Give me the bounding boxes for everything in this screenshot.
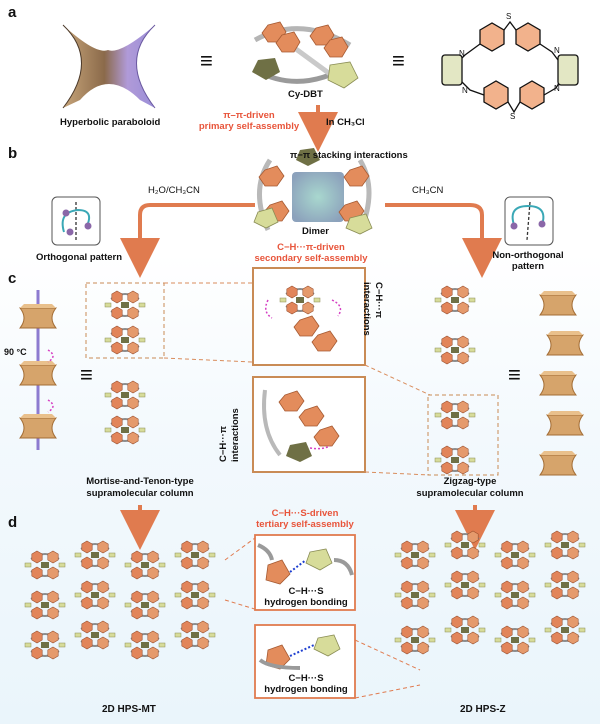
hbond-top-line-2: hydrogen bonding: [264, 597, 348, 608]
sulfur-atom-bottom: S: [510, 112, 516, 121]
primary-line-1: π–π-driven: [223, 110, 275, 121]
panel-letter-b: b: [8, 145, 18, 162]
non-orthogonal-label: Non-orthogonal pattern: [488, 250, 568, 272]
tertiary-assembly-label: C−H···S-driven tertiary self-assembly: [240, 508, 370, 530]
dimer-label: Dimer: [302, 226, 329, 237]
right-branch-arrow: [385, 203, 502, 278]
pi-stacking-label: π−π stacking interactions: [290, 150, 408, 161]
nitrogen-atom-4: N: [554, 84, 560, 93]
ch-pi-top-line-2: interactions: [361, 282, 372, 336]
panel-letter-a: a: [8, 4, 17, 21]
non-orthogonal-line-1: Non-orthogonal: [492, 250, 564, 261]
ch-pi-middle-label: C−H···π interactions: [218, 408, 242, 462]
tertiary-line-2: tertiary self-assembly: [256, 519, 354, 530]
hyperbolic-paraboloid-shape: [62, 24, 156, 109]
zigzag-stack-molecules: [435, 286, 475, 474]
equiv-symbol-2: ≡: [392, 48, 405, 73]
panel-letter-d: d: [8, 514, 18, 531]
tertiary-line-1: C−H···S-driven: [271, 508, 339, 519]
hps-z-label: 2D HPS-Z: [460, 704, 506, 715]
hbond-top-label: C−H···S hydrogen bonding: [258, 586, 354, 608]
left-stack-molecules: [105, 291, 145, 444]
secondary-assembly-label: C−H···π-driven secondary self-assembly: [248, 242, 374, 264]
equiv-symbol-4: ≡: [508, 362, 521, 387]
zigzag-label: Zigzag-type supramolecular column: [390, 476, 550, 500]
mortise-tenon-line-2: supramolecular column: [86, 488, 194, 499]
ch-pi-top-line-1: C−H···π: [373, 282, 384, 319]
solvent-chcl3-label: In CH₃Cl: [326, 117, 365, 128]
zigzag-column-model: [539, 290, 584, 476]
left-branch-arrow: [120, 203, 255, 278]
sulfur-atom-top: S: [506, 12, 512, 21]
non-orthogonal-pattern-icon: [504, 196, 554, 246]
right-zoom-box: [427, 394, 499, 476]
hbond-box-bottom: [254, 624, 356, 699]
non-orthogonal-line-2: pattern: [511, 261, 545, 272]
hyperbolic-paraboloid-label: Hyperbolic paraboloid: [60, 117, 161, 128]
mortise-tenon-line-1: Mortise-and-Tenon-type: [86, 476, 194, 487]
cy-dbt-label: Cy-DBT: [288, 89, 323, 100]
ch-pi-top-label: C−H···π interactions: [360, 282, 384, 336]
hps-z-framework: [395, 531, 585, 654]
equiv-symbol-1: ≡: [200, 48, 213, 73]
primary-line-2: primary self-assembly: [198, 121, 300, 132]
hbond-box-top: [254, 534, 356, 611]
hps-mt-label: 2D HPS-MT: [102, 704, 156, 715]
right-solvent-label: CH₃CN: [412, 185, 444, 196]
nitrogen-atom-3: N: [462, 86, 468, 95]
nitrogen-atom-1: N: [459, 49, 465, 58]
left-solvent-label: H₂O/CH₃CN: [148, 185, 200, 196]
zigzag-line-2: supramolecular column: [416, 488, 524, 499]
nitrogen-atom-2: N: [554, 46, 560, 55]
hbond-top-line-1: C−H···S: [288, 586, 324, 597]
orthogonal-pattern-label: Orthogonal pattern: [36, 252, 123, 263]
orthogonal-pattern-icon: [51, 196, 101, 246]
dimer-graphic: [253, 148, 373, 235]
hps-mt-framework: [25, 541, 215, 659]
ch-pi-mid-line-1: C−H···π: [218, 425, 229, 462]
hbond-bottom-label: C−H···S hydrogen bonding: [258, 673, 354, 695]
cy-dbt-molecule: [252, 21, 359, 89]
chemical-structure: [441, 20, 579, 114]
hbond-bottom-line-1: C−H···S: [288, 673, 324, 684]
temperature-label: 90 °C: [4, 347, 27, 357]
secondary-line-2: secondary self-assembly: [254, 253, 368, 264]
zoom-box-top: [252, 267, 366, 366]
panel-letter-c: c: [8, 270, 17, 287]
ch-pi-mid-line-2: interactions: [230, 408, 241, 462]
equiv-symbol-3: ≡: [80, 362, 93, 387]
zigzag-line-1: Zigzag-type: [443, 476, 497, 487]
left-zoom-box: [85, 282, 165, 359]
mortise-tenon-label: Mortise-and-Tenon-type supramolecular co…: [60, 476, 220, 500]
primary-assembly-label: π–π-driven primary self-assembly: [186, 110, 312, 132]
secondary-line-1: C−H···π-driven: [277, 242, 345, 253]
hbond-bottom-line-2: hydrogen bonding: [264, 684, 348, 695]
mortise-tenon-column-model: [19, 290, 57, 450]
zoom-box-middle: [252, 376, 366, 473]
